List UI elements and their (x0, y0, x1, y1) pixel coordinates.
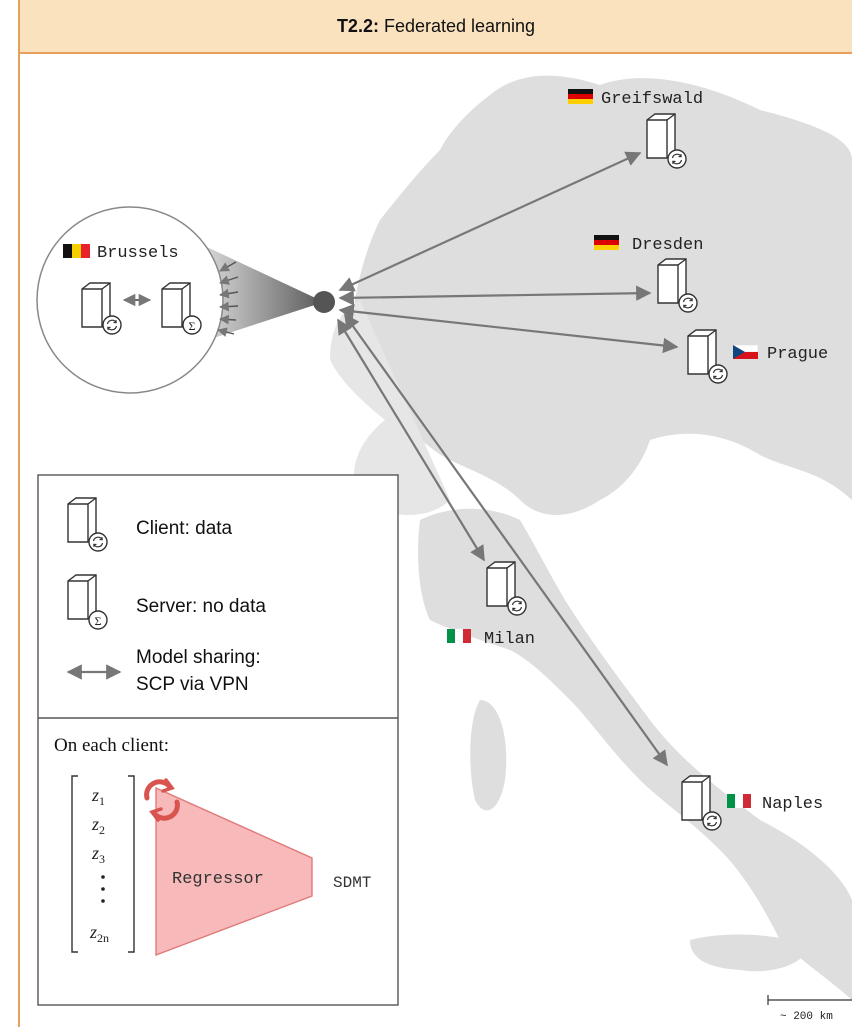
title-bar: T2.2: Federated learning (20, 0, 852, 54)
germany-flag-icon (594, 235, 619, 250)
brussels-label: Brussels (97, 244, 179, 263)
sigma-symbol: Σ (189, 319, 196, 333)
svg-text:Σ: Σ (95, 614, 102, 628)
z-2-subscript: 2 (99, 823, 105, 837)
arrow-dresden (338, 285, 652, 306)
legend-server-label: Server: no data (136, 596, 266, 617)
z-1-subscript: 1 (99, 794, 105, 808)
input-vector: z1 z2 z3 z2n (71, 775, 135, 953)
z-3-subscript: 3 (99, 852, 105, 866)
z-2-symbol: z (91, 814, 99, 834)
legend-server-icon: Σ (67, 574, 108, 630)
task-id: T2.2: (336, 15, 379, 36)
legend-sharing-label-1: Model sharing: (136, 647, 261, 668)
client-dresden: Dresden (594, 235, 703, 313)
scale-label: ~ 200 km (780, 1011, 833, 1023)
brussels-lens: Brussels Σ (36, 206, 239, 394)
client-model-heading: On each client: (54, 735, 169, 756)
regressor-shape (155, 786, 313, 957)
client-prague: Prague (687, 329, 828, 384)
refresh-icon (144, 778, 180, 822)
z-3-symbol: z (91, 843, 99, 863)
italy-flag-icon (727, 794, 751, 808)
model-sharing-arrows (337, 151, 679, 767)
milan-label: Milan (484, 630, 535, 649)
prague-label: Prague (767, 345, 828, 364)
page-title: Federated learning (383, 15, 536, 36)
client-milan: Milan (447, 561, 535, 649)
svg-text:z1: z1 (91, 785, 105, 808)
z-1-symbol: z (91, 785, 99, 805)
incoming-arrows (217, 261, 239, 337)
germany-flag-icon (568, 89, 593, 104)
output-label: SDMT (333, 874, 371, 892)
svg-text:z3: z3 (91, 843, 105, 866)
dresden-label: Dresden (632, 236, 703, 255)
brussels-hub-dot (313, 291, 335, 313)
europe-map (330, 75, 852, 1000)
svg-text:z2n: z2n (89, 922, 109, 945)
server-icon: Σ (161, 282, 202, 335)
arrow-naples (344, 313, 668, 767)
legend-sharing-label-2: SCP via VPN (136, 674, 249, 695)
z-2n-symbol: z (89, 922, 97, 942)
svg-text:z2: z2 (91, 814, 105, 837)
client-naples: Naples (681, 775, 823, 831)
czech-flag-icon (732, 344, 759, 359)
arrow-greifswald (338, 151, 642, 292)
greifswald-label: Greifswald (601, 90, 703, 109)
legend-box: Client: data Σ Server: no data Model sha… (37, 474, 399, 1006)
legend-client-label: Client: data (136, 518, 233, 539)
regressor-label: Regressor (172, 870, 264, 889)
belgium-flag-icon (63, 244, 90, 258)
scale-bar: ~ 200 km (760, 995, 852, 1024)
naples-label: Naples (762, 795, 823, 814)
client-greifswald: Greifswald (568, 89, 703, 169)
z-2n-subscript: 2n (97, 931, 109, 945)
italy-flag-icon (447, 629, 471, 643)
